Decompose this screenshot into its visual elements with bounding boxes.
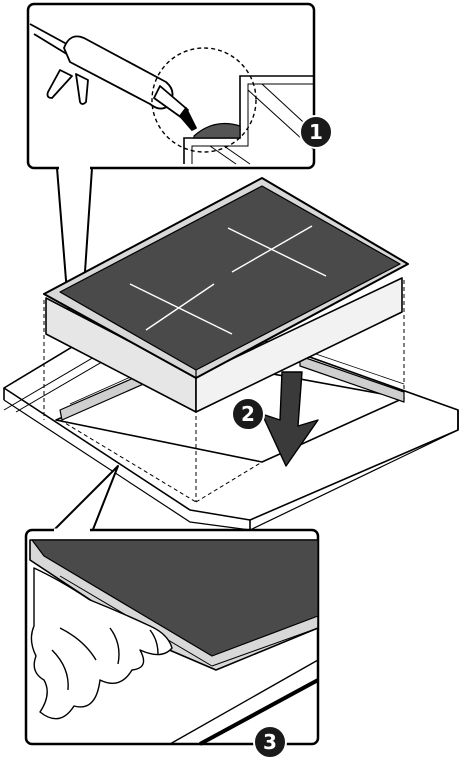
step-number-1: 1 (309, 120, 323, 144)
cutout-opening (43, 280, 405, 503)
callout-pointer-3 (51, 465, 119, 533)
cloth-wipe-icon (30, 567, 173, 720)
callout-wipe-detail (24, 465, 320, 746)
step-number-3: 3 (263, 730, 277, 754)
callout-sealant-detail (26, 2, 316, 406)
magnifier-circle (151, 47, 257, 153)
sealant-gun-icon (29, 23, 197, 131)
hob-glass-top (59, 185, 401, 371)
cooking-zone-markers (129, 225, 327, 335)
hob-appliance (43, 177, 409, 413)
sealant-bead (193, 123, 241, 139)
step-badge-1: 1 (299, 115, 333, 149)
step-badge-2: 2 (231, 397, 265, 431)
step-number-2: 2 (241, 402, 255, 426)
step-badge-3: 3 (253, 725, 287, 759)
hob-glass-closeup (31, 539, 319, 657)
down-arrow-icon (261, 371, 319, 467)
callout-frame-1 (26, 2, 316, 170)
